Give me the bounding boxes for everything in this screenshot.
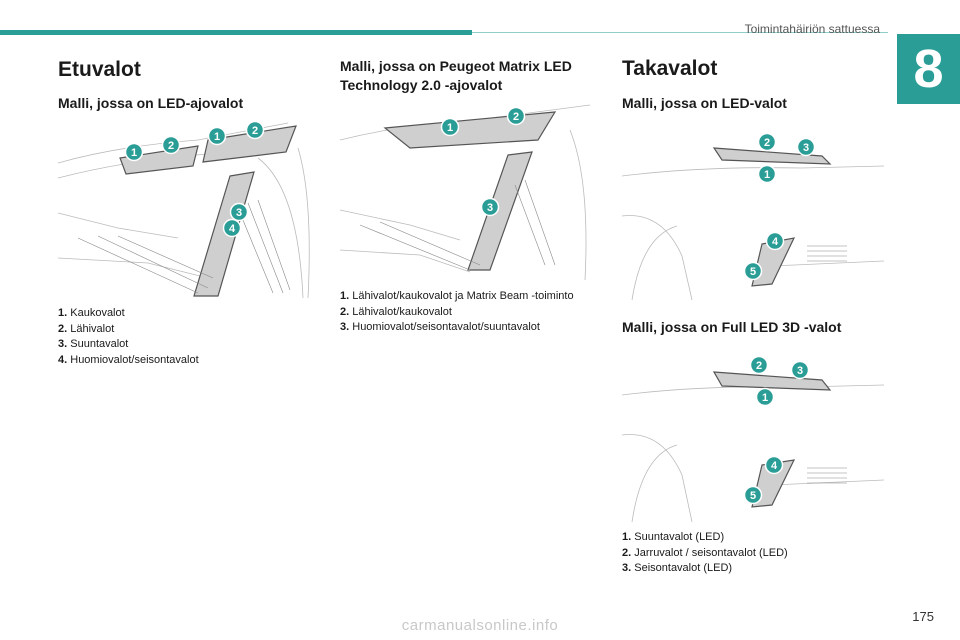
callout-marker-label: 2 [764, 137, 770, 149]
callout-marker-label: 4 [771, 460, 778, 472]
front-lights-heading: Etuvalot [58, 58, 141, 81]
callout-marker-label: 5 [750, 266, 756, 278]
watermark: carmanualsonline.info [401, 617, 559, 634]
header-rule [472, 32, 888, 33]
matrix-led-legend: 1. Lähivalot/kaukovalot ja Matrix Beam -… [340, 289, 574, 336]
callout-marker-label: 1 [764, 169, 770, 181]
callout-marker [229, 202, 249, 222]
rear-led-figure: 2 3 1 4 5 [622, 116, 884, 300]
callout-marker-label: 4 [229, 223, 236, 235]
callout-marker-label: 3 [236, 207, 242, 219]
callout-marker-label: 3 [803, 142, 809, 154]
legend-item: 1. Suuntavalot (LED) [622, 531, 725, 543]
callout-marker-label: 1 [214, 131, 220, 143]
rear-lights-heading: Takavalot [622, 57, 718, 80]
callout-marker [749, 355, 769, 375]
callout-marker [790, 360, 810, 380]
callout-marker [207, 126, 227, 146]
legend-item: 1. Kaukovalot [58, 307, 125, 319]
callout-marker-label: 3 [797, 365, 803, 377]
legend-item: 4. Huomiovalot/seisontavalot [58, 353, 199, 366]
callout-marker [222, 218, 242, 238]
callout-marker-label: 1 [131, 147, 137, 159]
matrix-led-heading-line1: Malli, jossa on Peugeot Matrix LED [340, 58, 572, 74]
callout-marker [765, 231, 785, 251]
legend-item: 2. Lähivalot [58, 322, 115, 335]
header-accent-bar [0, 30, 472, 35]
callout-marker [757, 164, 777, 184]
callout-marker-label: 2 [756, 360, 762, 372]
callout-marker-label: 1 [762, 392, 768, 404]
legend-item: 3. Seisontavalot (LED) [622, 562, 733, 574]
callout-marker [764, 455, 784, 475]
callout-marker [755, 387, 775, 407]
legend-item: 3. Suuntavalot [58, 338, 129, 350]
rear-full-led-3d-figure: 2 3 1 4 5 [622, 340, 884, 522]
legend-item: 1. Lähivalot/kaukovalot ja Matrix Beam -… [340, 290, 574, 302]
callout-marker-label: 2 [513, 111, 519, 123]
callout-marker [161, 135, 181, 155]
callout-marker [480, 197, 500, 217]
callout-marker-label: 3 [487, 202, 493, 214]
front-led-legend: 1. Kaukovalot 2. Lähivalot 3. Suuntavalo… [58, 306, 199, 368]
callout-marker-label: 1 [447, 122, 453, 134]
section-title: Toimintahäiriön sattuessa [744, 22, 880, 36]
callout-marker [796, 137, 816, 157]
callout-marker-label: 5 [750, 490, 756, 502]
legend-item: 3. Huomiovalot/seisontavalot/suuntavalot [340, 321, 540, 333]
full-led-3d-heading: Malli, jossa on Full LED 3D -valot [622, 319, 842, 335]
callout-marker [124, 142, 144, 162]
callout-marker [743, 261, 763, 281]
chapter-tab: 8 [897, 34, 960, 104]
front-led-headlamp-figure: 1 2 1 2 34 [58, 118, 320, 300]
led-rear-heading: Malli, jossa on LED-valot [622, 95, 787, 111]
callout-marker [245, 120, 265, 140]
callout-marker [743, 485, 763, 505]
callout-marker [506, 106, 526, 126]
matrix-led-heading-line2: Technology 2.0 -ajovalot [340, 77, 503, 93]
callout-marker-label: 2 [168, 140, 174, 152]
legend-item: 2. Lähivalot/kaukovalot [340, 305, 452, 318]
callout-marker-label: 4 [772, 236, 779, 248]
legend-item: 2. Jarruvalot / seisontavalot (LED) [622, 546, 788, 559]
led-headlamps-heading: Malli, jossa on LED-ajovalot [58, 95, 244, 111]
page-number: 175 [912, 609, 934, 624]
rear-lights-legend: 1. Suuntavalot (LED) 2. Jarruvalot / sei… [622, 530, 788, 577]
callout-marker [757, 132, 777, 152]
callout-marker [440, 117, 460, 137]
matrix-led-headlamp-figure: 1 2 3 [340, 100, 602, 282]
callout-marker-label: 2 [252, 125, 258, 137]
